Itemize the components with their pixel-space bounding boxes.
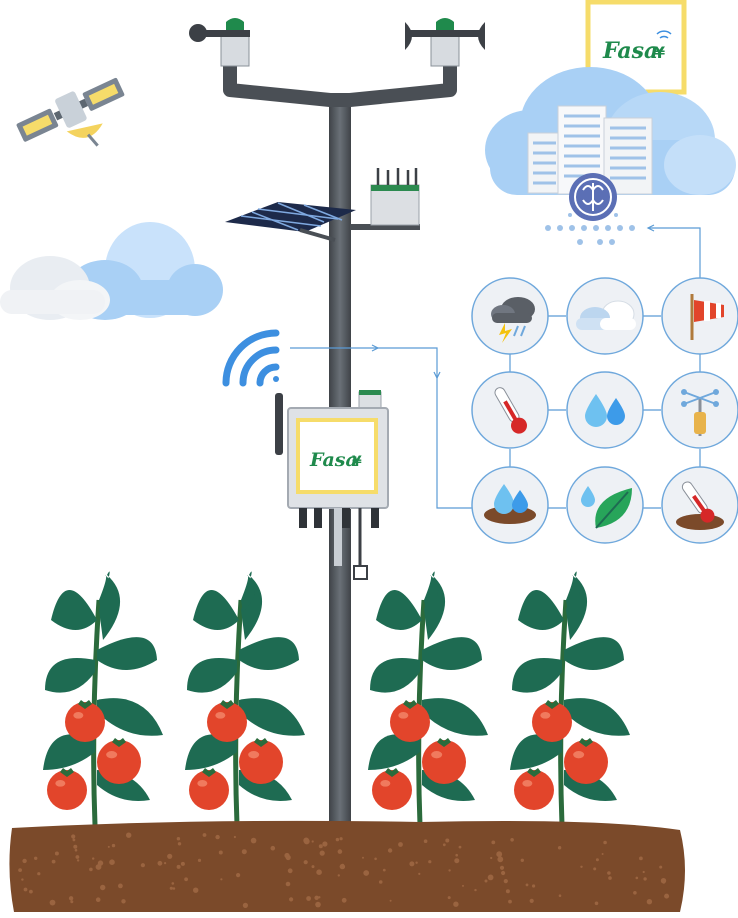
soil-thermometer-icon <box>676 481 724 530</box>
leaf <box>43 734 95 770</box>
wifi-icon <box>222 329 280 387</box>
sensor-air-temperature <box>471 371 549 449</box>
leaf <box>193 590 239 630</box>
tomato <box>97 740 141 784</box>
circuit-dots <box>545 213 635 245</box>
tomato <box>47 770 87 810</box>
leaf <box>566 571 588 640</box>
cloud-icon <box>576 300 636 330</box>
leaf <box>422 637 482 670</box>
ai-brain-icon <box>569 173 617 221</box>
cloud-server: Fasa ¥ <box>485 0 736 245</box>
tomato <box>564 740 608 784</box>
leaf <box>97 637 157 670</box>
thermometer-icon <box>494 387 527 434</box>
wheat-glyph-box: ¥ <box>352 454 362 470</box>
leaf <box>239 698 305 736</box>
tomato-plant <box>510 571 630 826</box>
tomato-plant <box>43 571 163 826</box>
anemometer-sensor-icon <box>681 389 719 436</box>
leaf <box>424 575 439 612</box>
leaf <box>187 658 237 693</box>
soil-ground <box>9 820 685 912</box>
leaf <box>512 658 562 693</box>
sensor-wind-direction <box>661 277 738 355</box>
leaf <box>239 637 299 670</box>
tomato-plant <box>368 571 488 826</box>
leaf <box>241 575 256 612</box>
leaf <box>241 571 263 640</box>
tomato <box>514 770 554 810</box>
leaf <box>566 575 581 612</box>
tomato-plant <box>185 571 305 826</box>
tomato <box>65 702 105 742</box>
water-drops-icon <box>585 394 625 427</box>
wind-vane-icon <box>189 18 250 67</box>
tomato <box>207 702 247 742</box>
sensor-weather <box>471 277 549 355</box>
tomato <box>372 770 412 810</box>
storm-cloud-icon <box>491 297 535 343</box>
brand-wordmark-box: Fasa <box>309 449 358 471</box>
leaf <box>564 637 624 670</box>
brand-wordmark-top: Fasa <box>602 38 658 64</box>
leaf <box>51 590 97 630</box>
satellite-icon <box>16 77 125 147</box>
tomato <box>239 740 283 784</box>
leaf <box>99 571 121 640</box>
leaf-wetness-icon <box>581 486 632 529</box>
leaf <box>376 590 422 630</box>
gateway-box <box>350 168 420 230</box>
anemometer-icon <box>405 18 485 67</box>
cloud-left <box>0 222 223 320</box>
leaf <box>564 698 630 736</box>
sensor-soil-moisture <box>471 466 549 544</box>
leaf <box>99 575 114 612</box>
brand-card-top: Fasa ¥ <box>585 0 687 95</box>
soil-moisture-icon <box>484 484 536 524</box>
leaf <box>422 698 488 736</box>
leaf <box>510 734 562 770</box>
leaf <box>368 734 420 770</box>
sensor-grid <box>471 277 738 544</box>
wheat-glyph-top: ¥ <box>654 43 665 62</box>
leaf <box>370 658 420 693</box>
leaf <box>97 698 163 736</box>
sensor-soil-temperature <box>661 466 738 544</box>
leaf <box>185 734 237 770</box>
sensor-wind-speed <box>661 371 738 449</box>
tomato <box>189 770 229 810</box>
tomato <box>422 740 466 784</box>
sensor-leaf-wetness <box>566 466 644 544</box>
datalogger-box: Fasa ¥ <box>275 390 389 580</box>
windsock-icon <box>690 294 724 340</box>
tomato <box>532 702 572 742</box>
tomato-plants <box>43 571 630 826</box>
tomato <box>390 702 430 742</box>
leaf <box>424 571 446 640</box>
weather-station-pole <box>189 18 485 825</box>
signal-icon <box>656 30 672 39</box>
sensor-cloud-cover <box>566 277 644 355</box>
solar-panel-icon <box>225 202 356 242</box>
sensor-humidity <box>566 371 644 449</box>
data-flow-lines <box>290 224 701 509</box>
leaf <box>518 590 564 630</box>
server-racks <box>527 105 653 195</box>
leaf <box>45 658 95 693</box>
